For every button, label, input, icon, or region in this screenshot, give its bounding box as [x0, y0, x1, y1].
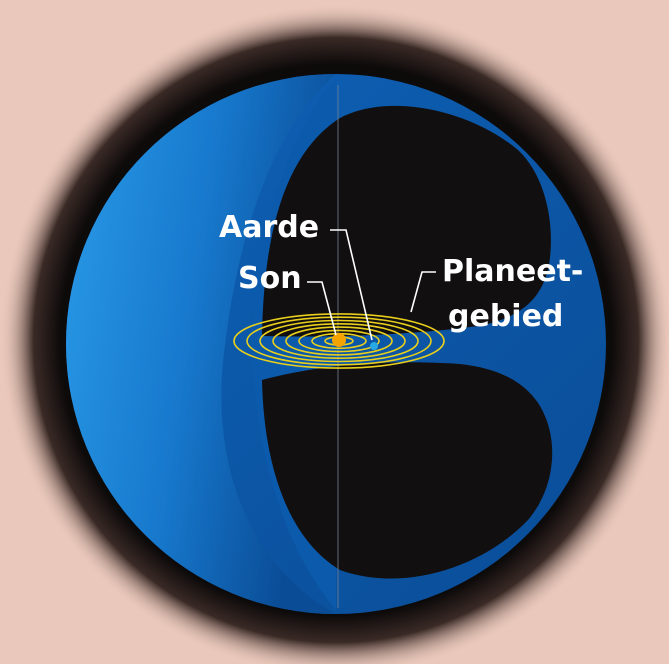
planet-region-leader-line: [410, 271, 436, 313]
earth-leader-line: [330, 229, 373, 341]
inner-cloud-upper: [262, 105, 551, 337]
earth-label: Aarde: [219, 210, 320, 245]
orbit-ring: [285, 326, 393, 356]
orbit-ring: [233, 313, 445, 369]
planet-region-label-line2: gebied: [448, 299, 564, 334]
orbit-ring: [246, 316, 432, 366]
sphere-outer-surface: [66, 74, 336, 614]
orbit-ring: [259, 319, 419, 363]
inner-cloud-lower: [262, 362, 553, 579]
orbit-ring: [298, 329, 380, 353]
sun-leader-line: [307, 281, 337, 336]
sun-label: Son: [238, 261, 302, 296]
orbit-ring: [272, 322, 406, 359]
sun-icon: [332, 333, 346, 347]
earth-icon: [370, 342, 378, 350]
planet-region-label-line1: Planeet-: [442, 254, 584, 289]
